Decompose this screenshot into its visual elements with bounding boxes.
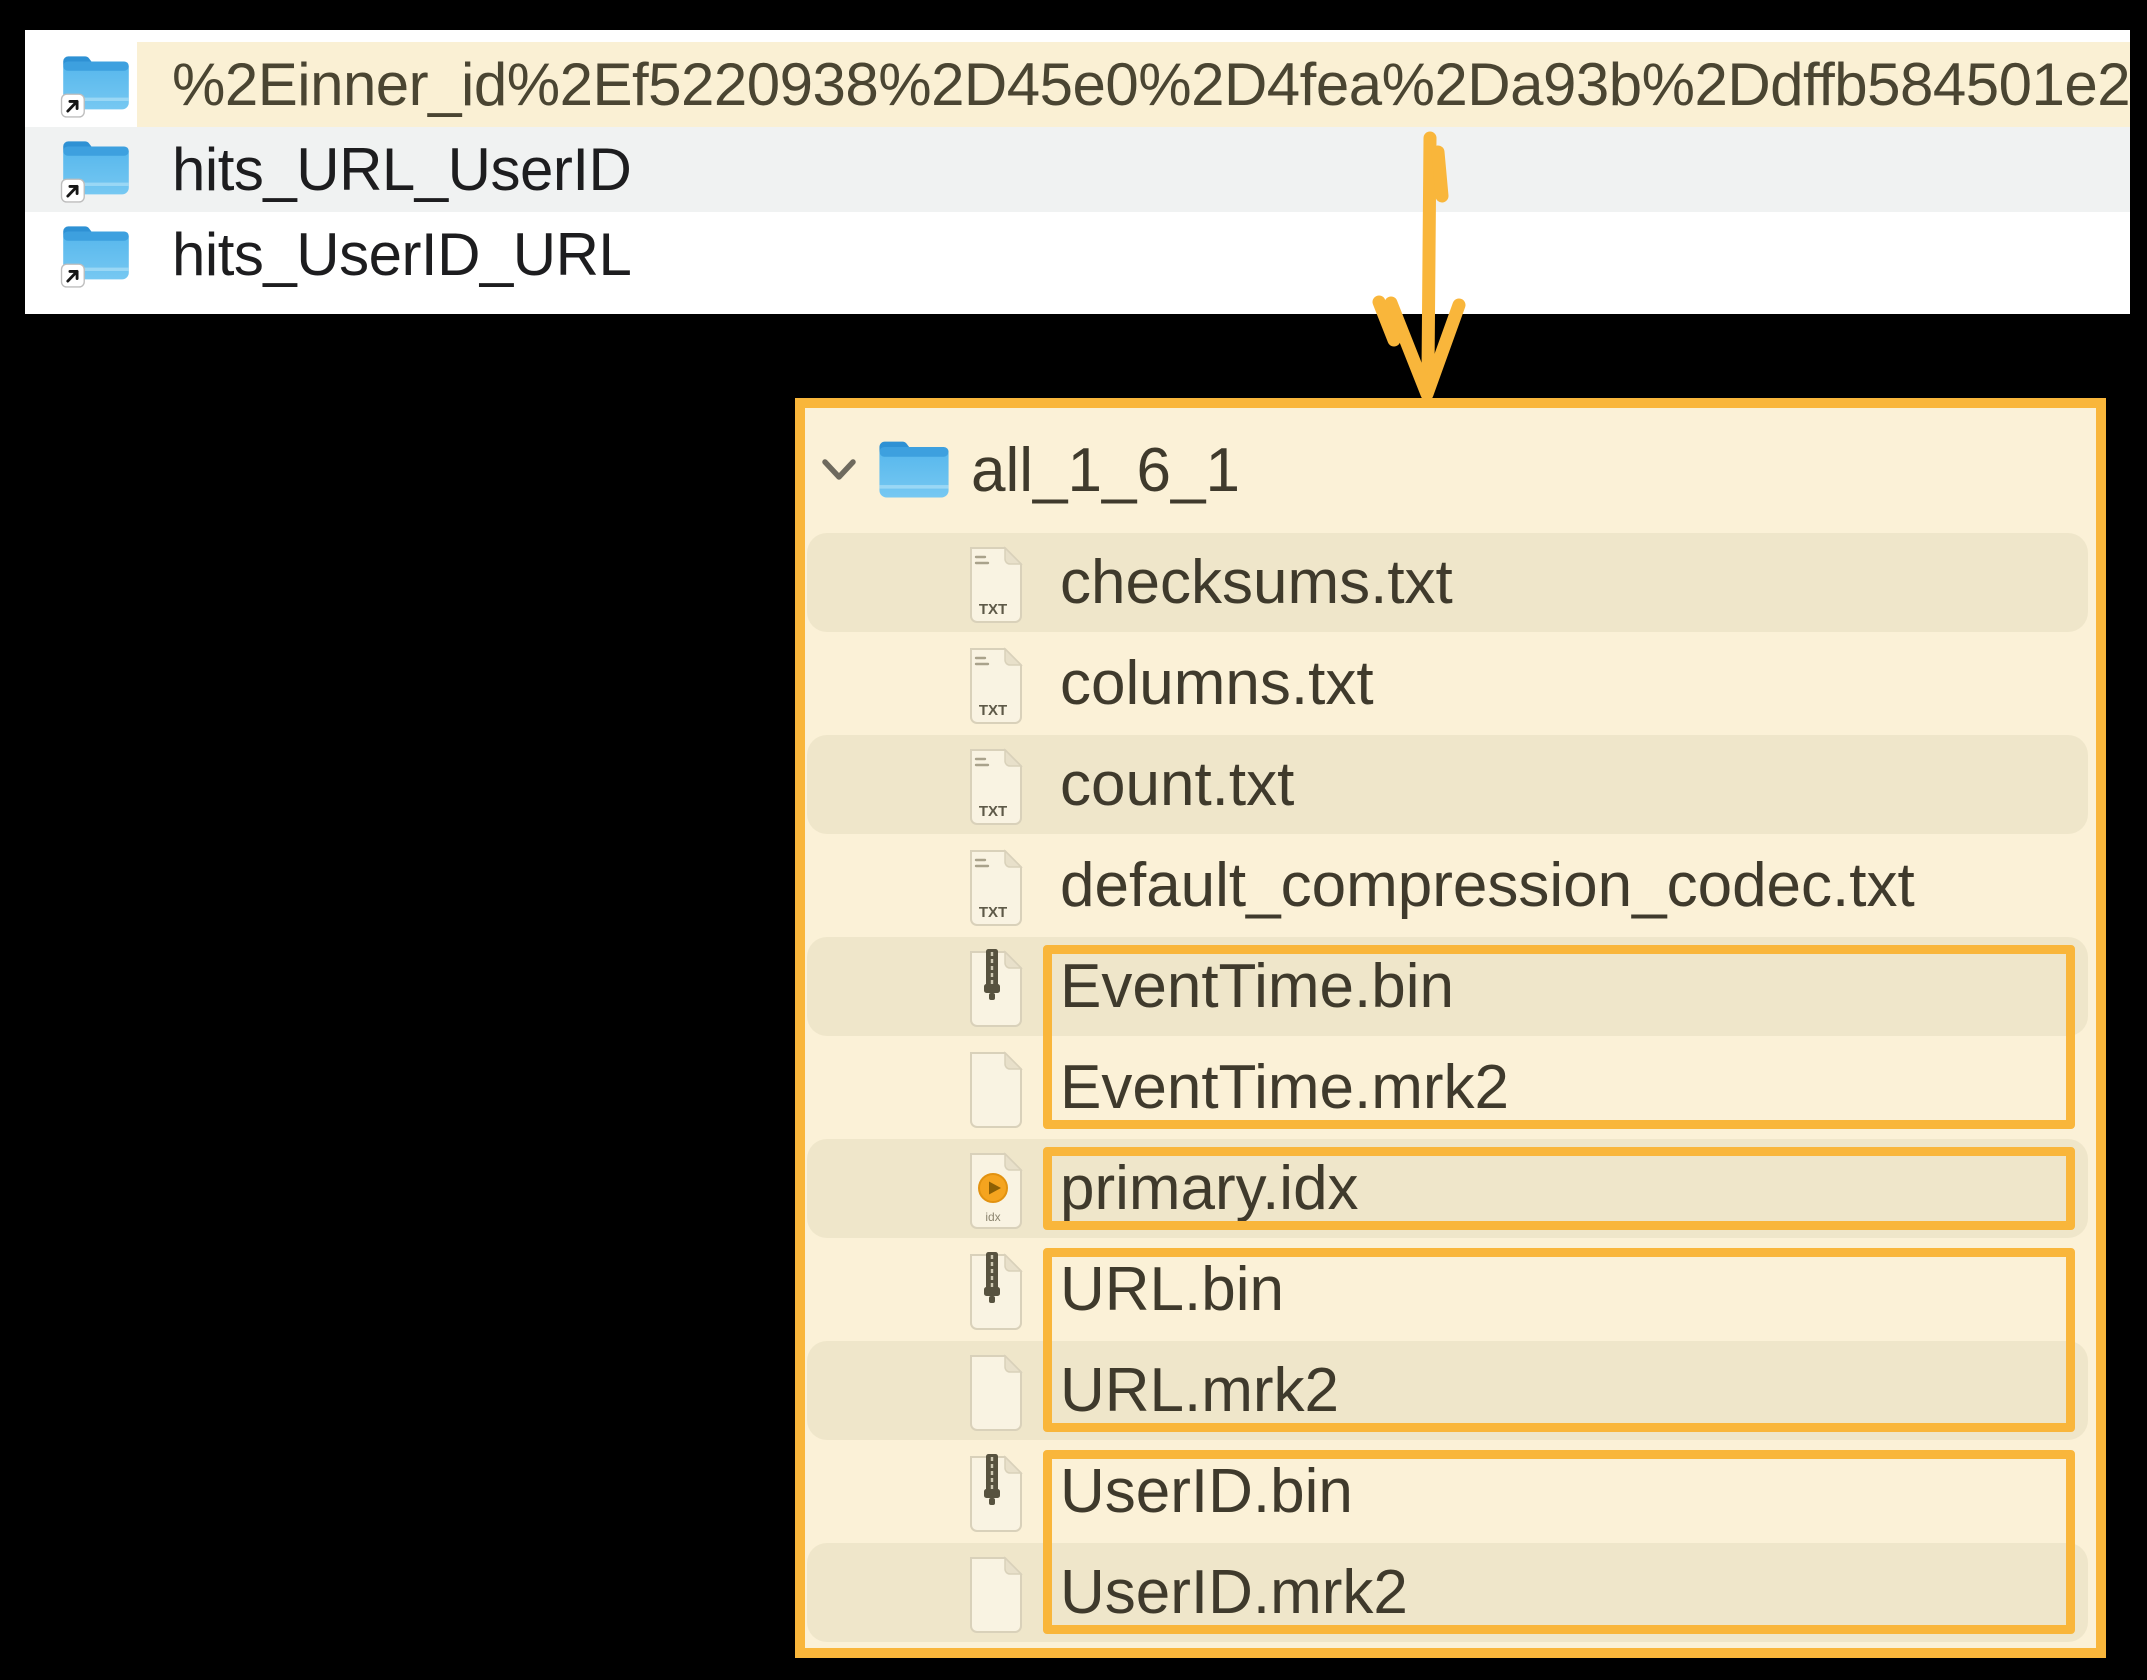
txt-file-icon: TXT [963,746,1027,826]
folder-icon [875,438,953,502]
mrk2-file-icon [963,1049,1027,1129]
bin-file-icon [963,948,1027,1028]
idx-file-icon: idx [963,1150,1027,1230]
finder-list-panel: %2Einner_id%2Ef5220938%2D45e0%2D4fea%2Da… [25,30,2131,314]
file-name-label: EventTime.mrk2 [1060,1053,1510,1122]
chevron-down-icon[interactable] [819,455,859,485]
tree-row-root-folder[interactable]: all_1_6_1 [805,408,2096,532]
file-name-label: columns.txt [1060,649,1374,718]
svg-text:TXT: TXT [979,904,1007,921]
mrk2-file-icon [963,1554,1027,1634]
tree-file-row-columns-txt[interactable]: TXT columns.txt [805,633,2096,734]
tree-file-row-userid-mrk2[interactable]: UserID.mrk2 [805,1542,2096,1643]
finder-list-row-3[interactable]: hits_UserID_URL [25,212,2130,297]
txt-file-icon: TXT [963,544,1027,624]
file-name-label: UserID.mrk2 [1060,1558,1408,1627]
svg-text:TXT: TXT [979,601,1007,618]
file-name-label: UserID.bin [1060,1457,1353,1526]
tree-file-row-default-compression-codec-txt[interactable]: TXT default_compression_codec.txt [805,835,2096,936]
folder-alias-icon [59,131,133,209]
bin-file-icon [963,1453,1027,1533]
file-name-label: checksums.txt [1060,548,1453,617]
txt-file-icon: TXT [963,645,1027,725]
tree-file-row-count-txt[interactable]: TXT count.txt [805,734,2096,835]
part-directory-panel: all_1_6_1 TXT checksums.txt TXT columns.… [795,398,2106,1658]
tree-file-row-userid-bin[interactable]: UserID.bin [805,1441,2096,1542]
folder-alias-icon [59,46,133,124]
svg-text:idx: idx [985,1210,1000,1224]
file-name-label: URL.mrk2 [1060,1356,1340,1425]
file-name-label: count.txt [1060,750,1295,819]
svg-text:TXT: TXT [979,803,1007,820]
finder-list-row-2[interactable]: hits_URL_UserID [25,127,2130,212]
mrk2-file-icon [963,1352,1027,1432]
svg-text:TXT: TXT [979,702,1007,719]
txt-file-icon: TXT [963,847,1027,927]
tree-file-row-url-bin[interactable]: URL.bin [805,1239,2096,1340]
file-name-label: default_compression_codec.txt [1060,851,1915,920]
finder-list-row-1[interactable]: %2Einner_id%2Ef5220938%2D45e0%2D4fea%2Da… [25,42,2131,127]
tree-file-row-checksums-txt[interactable]: TXT checksums.txt [805,532,2096,633]
folder-alias-icon [59,216,133,294]
bin-file-icon [963,1251,1027,1331]
file-name-label: primary.idx [1060,1154,1359,1223]
tree-file-row-primary-idx[interactable]: idx primary.idx [805,1138,2096,1239]
tree-file-row-eventtime-mrk2[interactable]: EventTime.mrk2 [805,1037,2096,1138]
tree-file-row-eventtime-bin[interactable]: EventTime.bin [805,936,2096,1037]
root-folder-label: all_1_6_1 [971,435,1240,505]
tree-file-row-url-mrk2[interactable]: URL.mrk2 [805,1340,2096,1441]
file-name-label: EventTime.bin [1060,952,1454,1021]
file-name-label: URL.bin [1060,1255,1284,1324]
